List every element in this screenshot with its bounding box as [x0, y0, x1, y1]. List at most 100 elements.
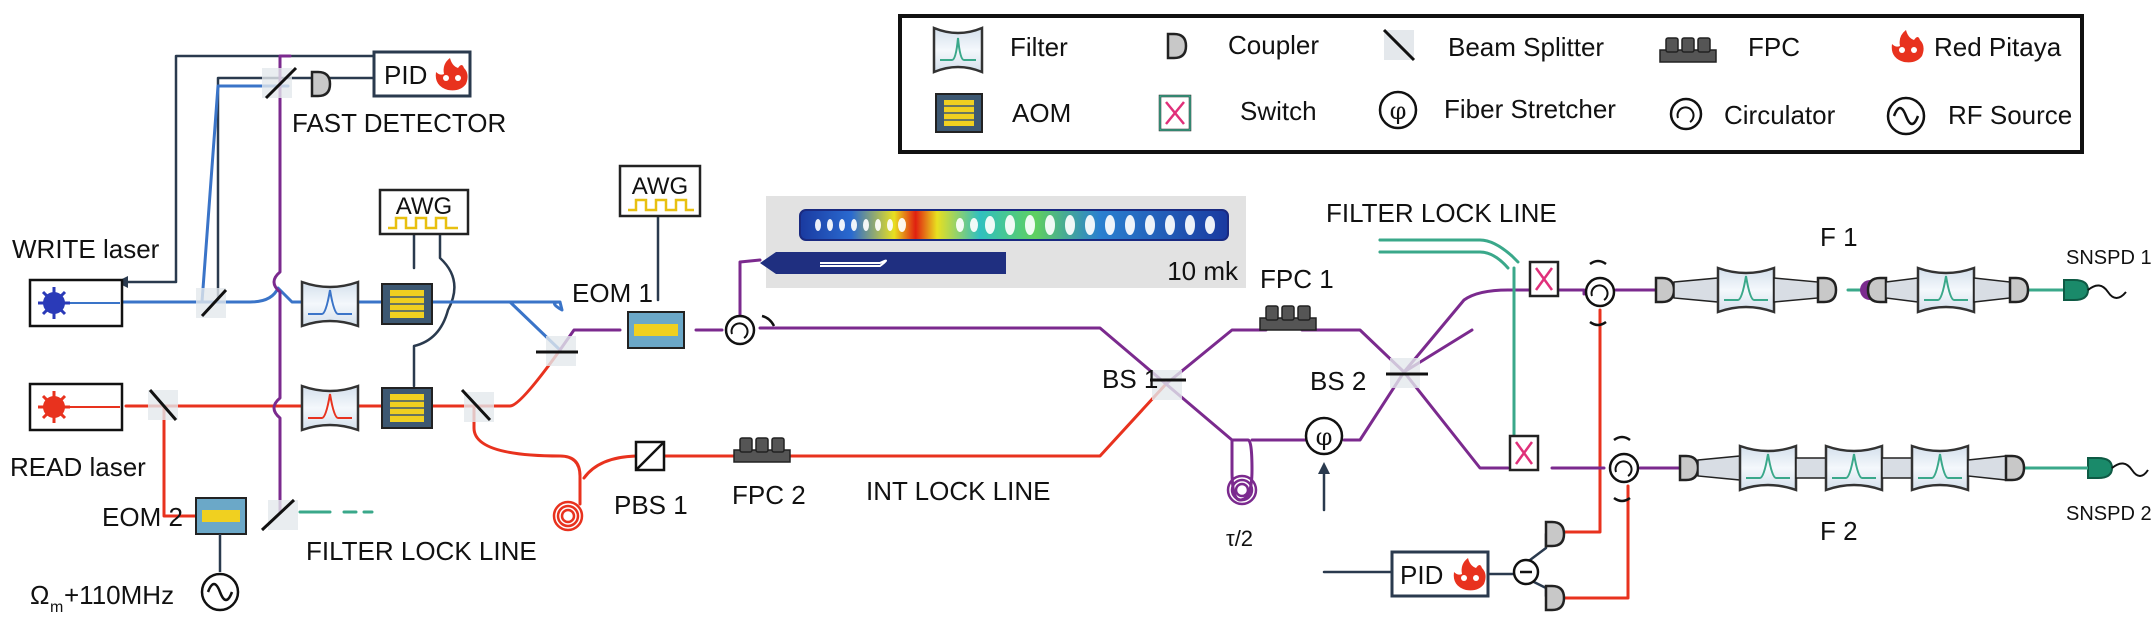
bs2-icon [1386, 358, 1428, 388]
bs-eom2-icon [260, 498, 298, 532]
stretcher-arrowhead [1318, 462, 1330, 474]
write-path-to-combiner [418, 300, 562, 352]
read-laser-label: READ laser [10, 452, 146, 482]
aom-read-icon [381, 387, 433, 429]
fpc1-label: FPC 1 [1260, 264, 1334, 294]
filter-lock-line-right-label: FILTER LOCK LINE [1326, 198, 1557, 228]
fpc2-icon [733, 437, 791, 463]
legend-aom-icon [935, 93, 983, 133]
write-laser-label: WRITE laser [12, 234, 160, 264]
aom-write-icon [381, 283, 433, 325]
legend-filter-label: Filter [1010, 32, 1068, 62]
snspd-2-icon [2087, 457, 2149, 479]
legend-switch-icon [1158, 94, 1192, 132]
tau-half-label: τ/2 [1226, 526, 1253, 551]
bs-combiner-icon [536, 336, 578, 366]
fast-detector-label: FAST DETECTOR [292, 108, 506, 138]
awg-left-box: AWG [378, 188, 470, 236]
f1-filter-chain [1654, 266, 2030, 314]
bs-read-right-icon [460, 388, 494, 422]
switch-1-icon [1528, 260, 1560, 298]
rf-omega-sub: m [50, 599, 63, 616]
bs-read-left-icon [148, 389, 178, 421]
purple-bs1-to-coil [1164, 382, 1254, 502]
eom1-icon [627, 311, 685, 349]
rf-source-eom2-icon [200, 572, 240, 612]
eom2-icon [195, 497, 247, 535]
legend-aom-label: AOM [1012, 98, 1071, 128]
awg-right-label: AWG [632, 173, 688, 200]
write-path-to-detector [200, 84, 290, 304]
pid-top-label: PID [384, 60, 427, 90]
rf-omega: Ω [30, 580, 49, 610]
rf-freq-value: +110MHz [64, 580, 174, 610]
legend-red-pitaya-label: Red Pitaya [1934, 32, 2062, 62]
coupler-a-to-diff [1528, 532, 1548, 562]
awg-left-label: AWG [396, 193, 452, 220]
f2-filter-chain [1678, 444, 2026, 492]
int-lock-line-label: INT LOCK LINE [866, 476, 1050, 506]
legend-coupler-label: Coupler [1228, 30, 1319, 60]
legend-red-pitaya-icon [1891, 30, 1924, 63]
legend: Filter AOM Coupler Switch Beam Splitter [898, 14, 2084, 154]
f1-label: F 1 [1820, 222, 1858, 252]
legend-beam-splitter-icon [1382, 28, 1416, 62]
bs1-icon [1150, 370, 1186, 400]
legend-rf-source-label: RF Source [1948, 100, 2072, 130]
f1-filter-b-icon [1916, 266, 1976, 314]
lock-coupler-b-icon [1544, 584, 1566, 612]
purple-fpc1-to-bs2 [1300, 328, 1474, 374]
purple-stretcher-to-bs2 [1342, 370, 1406, 442]
f2-filter-a-icon [1738, 444, 1798, 492]
snspd-1-icon [2063, 279, 2127, 301]
optical-paths [116, 54, 2066, 600]
f2-coupler-out-icon [2004, 454, 2026, 482]
legend-coupler-icon [1166, 32, 1188, 60]
green-lock-down [1512, 266, 1532, 458]
fast-detector-coupler-icon [310, 70, 332, 98]
legend-fpc-label: FPC [1748, 32, 1800, 62]
bs-write-left-icon [196, 288, 228, 318]
bs1-label: BS 1 [1102, 364, 1158, 394]
purple-vertical-left [272, 54, 292, 514]
circulator-eom1-icon [724, 314, 776, 346]
purple-bs2-to-switch2 [1402, 370, 1510, 470]
cryostat-panel: 10 mk [760, 196, 1246, 288]
legend-circulator-icon [1669, 97, 1703, 131]
f2-label: F 2 [1820, 516, 1858, 546]
purple-circ-to-cryo [738, 258, 762, 322]
legend-rf-source-icon [1886, 96, 1926, 136]
pbs1-icon [634, 440, 666, 472]
awg-left-link-2 [412, 202, 456, 388]
beam-splitters [148, 66, 1428, 532]
bs2-label: BS 2 [1310, 366, 1366, 396]
purple-circ-to-bs1 [758, 326, 1168, 386]
pid-top-red-pitaya-icon [435, 58, 468, 91]
f1-coupler-mid-icon [1816, 276, 1838, 304]
f1-filter-a-icon [1716, 266, 1776, 314]
legend-filter-icon [932, 26, 984, 74]
f2-filter-b-icon [1824, 444, 1884, 492]
pid-bottom-label: PID [1400, 560, 1443, 590]
legend-circulator-label: Circulator [1724, 100, 1836, 130]
legend-fpc-icon [1659, 37, 1717, 63]
difference-node-icon [1512, 558, 1540, 586]
f2-coupler-in-icon [1678, 454, 1700, 482]
eom2-label: EOM 2 [102, 502, 183, 532]
switch-2-icon [1508, 434, 1540, 472]
snspd-2-label: SNSPD 2 [2066, 503, 2152, 525]
eom1-label: EOM 1 [572, 278, 653, 308]
pbs1-label: PBS 1 [614, 490, 688, 520]
circulator-1-icon [1584, 259, 1616, 327]
pid-top-box: PID [372, 50, 472, 98]
fiber-coil-purple [1226, 474, 1258, 506]
pid-bottom-red-pitaya-icon [1453, 558, 1486, 591]
svg-text:φ: φ [1316, 423, 1333, 451]
green-lock-right-top [1378, 238, 1520, 264]
lock-coupler-a-icon [1544, 520, 1566, 548]
legend-fiber-stretcher-label: Fiber Stretcher [1444, 94, 1616, 124]
filter-write-icon [300, 280, 360, 328]
pid-bottom-box: PID [1390, 550, 1490, 598]
cryo-temperature-label: 10 mk [1167, 256, 1239, 286]
